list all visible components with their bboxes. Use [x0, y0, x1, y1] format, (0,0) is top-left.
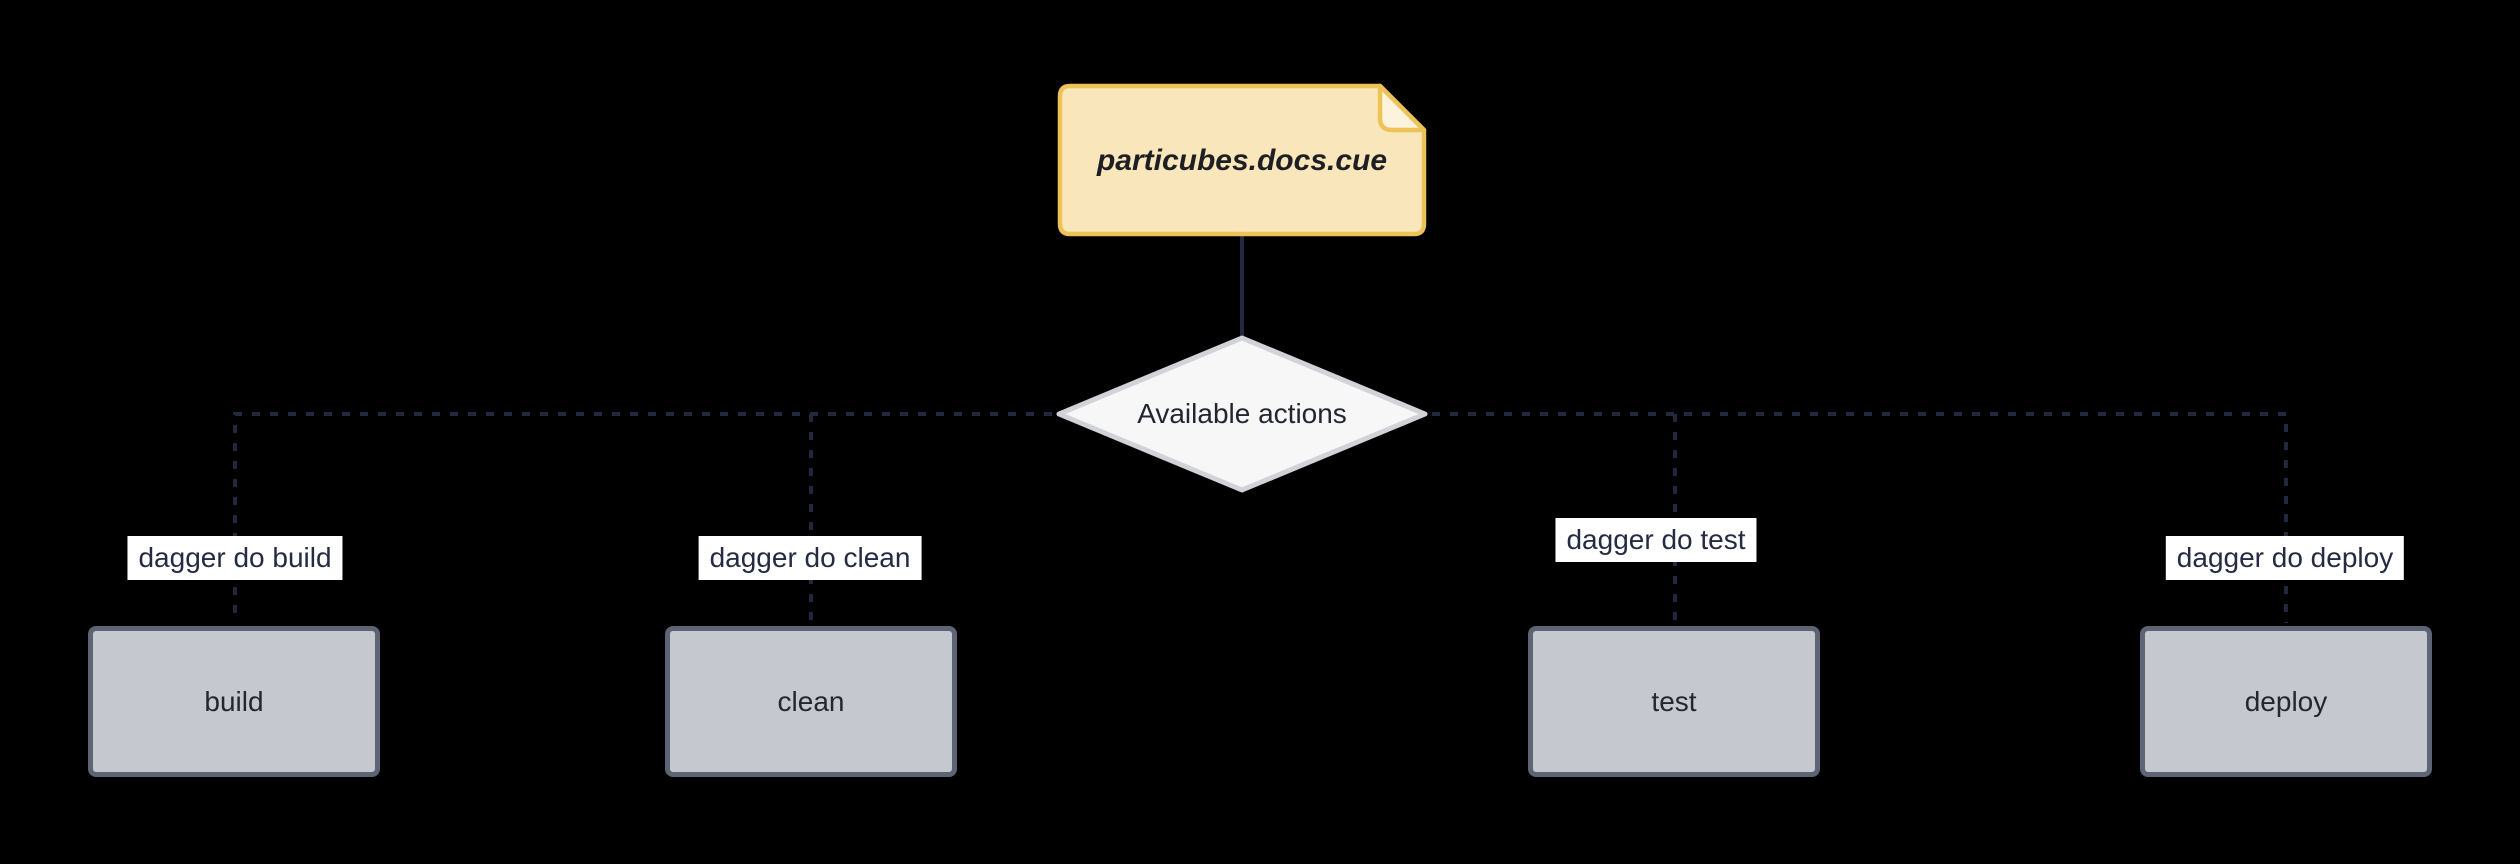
edge-label-dagger-do-test: dagger do test	[1555, 518, 1757, 562]
action-node-build: build	[88, 626, 380, 777]
edge-label-dagger-do-build: dagger do build	[127, 536, 343, 580]
decision-node: Available actions	[1054, 333, 1430, 495]
action-node-test: test	[1528, 626, 1820, 777]
note-node: particubes.docs.cue	[1056, 82, 1428, 238]
action-node-clean: clean	[665, 626, 957, 777]
edge-label-dagger-do-deploy: dagger do deploy	[2165, 536, 2405, 580]
action-node-deploy: deploy	[2140, 626, 2432, 777]
decision-label: Available actions	[1137, 398, 1347, 429]
edge-decision-to-build	[233, 412, 1052, 622]
decision-diamond-shape	[1056, 335, 1428, 493]
note-label: particubes.docs.cue	[1096, 144, 1388, 177]
note-shape	[1057, 83, 1427, 237]
edge-label-dagger-do-clean: dagger do clean	[698, 536, 922, 580]
